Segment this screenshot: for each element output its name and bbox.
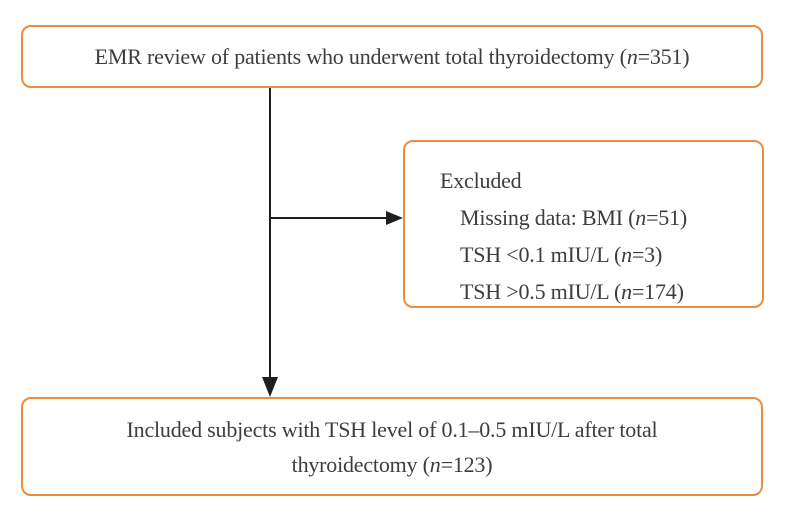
excluded-item-missing-bmi: Missing data: BMI (n=51) <box>440 199 754 236</box>
flow-box-excluded: Excluded Missing data: BMI (n=51) TSH <0… <box>403 140 764 308</box>
excluded-item-tsh-high: TSH >0.5 mIU/L (n=174) <box>440 273 754 310</box>
included-text-line2-prefix: thyroidectomy ( <box>291 451 430 477</box>
right-arrowhead-icon <box>386 211 403 225</box>
flow-connector-vertical <box>269 88 271 378</box>
excluded-item-text: TSH >0.5 mIU/L ( <box>460 279 622 304</box>
emr-review-text-prefix: EMR review of patients who underwent tot… <box>94 44 627 69</box>
emr-review-text: EMR review of patients who underwent tot… <box>95 39 690 74</box>
flow-connector-horizontal <box>270 217 387 219</box>
n-symbol: n <box>429 451 441 477</box>
included-text: Included subjects with TSH level of 0.1–… <box>127 412 658 482</box>
n-symbol: n <box>635 205 647 230</box>
excluded-title: Excluded <box>440 168 522 193</box>
excluded-item-text: Missing data: BMI ( <box>460 205 636 230</box>
down-arrowhead-icon <box>262 377 278 397</box>
included-text-line2-suffix: =123) <box>440 451 493 477</box>
n-symbol: n <box>621 242 632 267</box>
excluded-item-tsh-low: TSH <0.1 mIU/L (n=3) <box>440 236 754 273</box>
included-text-line1: Included subjects with TSH level of 0.1–… <box>126 416 658 442</box>
emr-review-text-suffix: =351) <box>637 44 690 69</box>
excluded-item-count: =51) <box>646 205 688 230</box>
excluded-item-count: =3) <box>631 242 663 267</box>
flow-box-included: Included subjects with TSH level of 0.1–… <box>21 397 763 496</box>
excluded-item-count: =174) <box>631 279 684 304</box>
excluded-item-text: TSH <0.1 mIU/L ( <box>460 242 622 267</box>
n-symbol: n <box>626 44 638 69</box>
flow-box-emr-review: EMR review of patients who underwent tot… <box>21 25 763 88</box>
n-symbol: n <box>621 279 632 304</box>
